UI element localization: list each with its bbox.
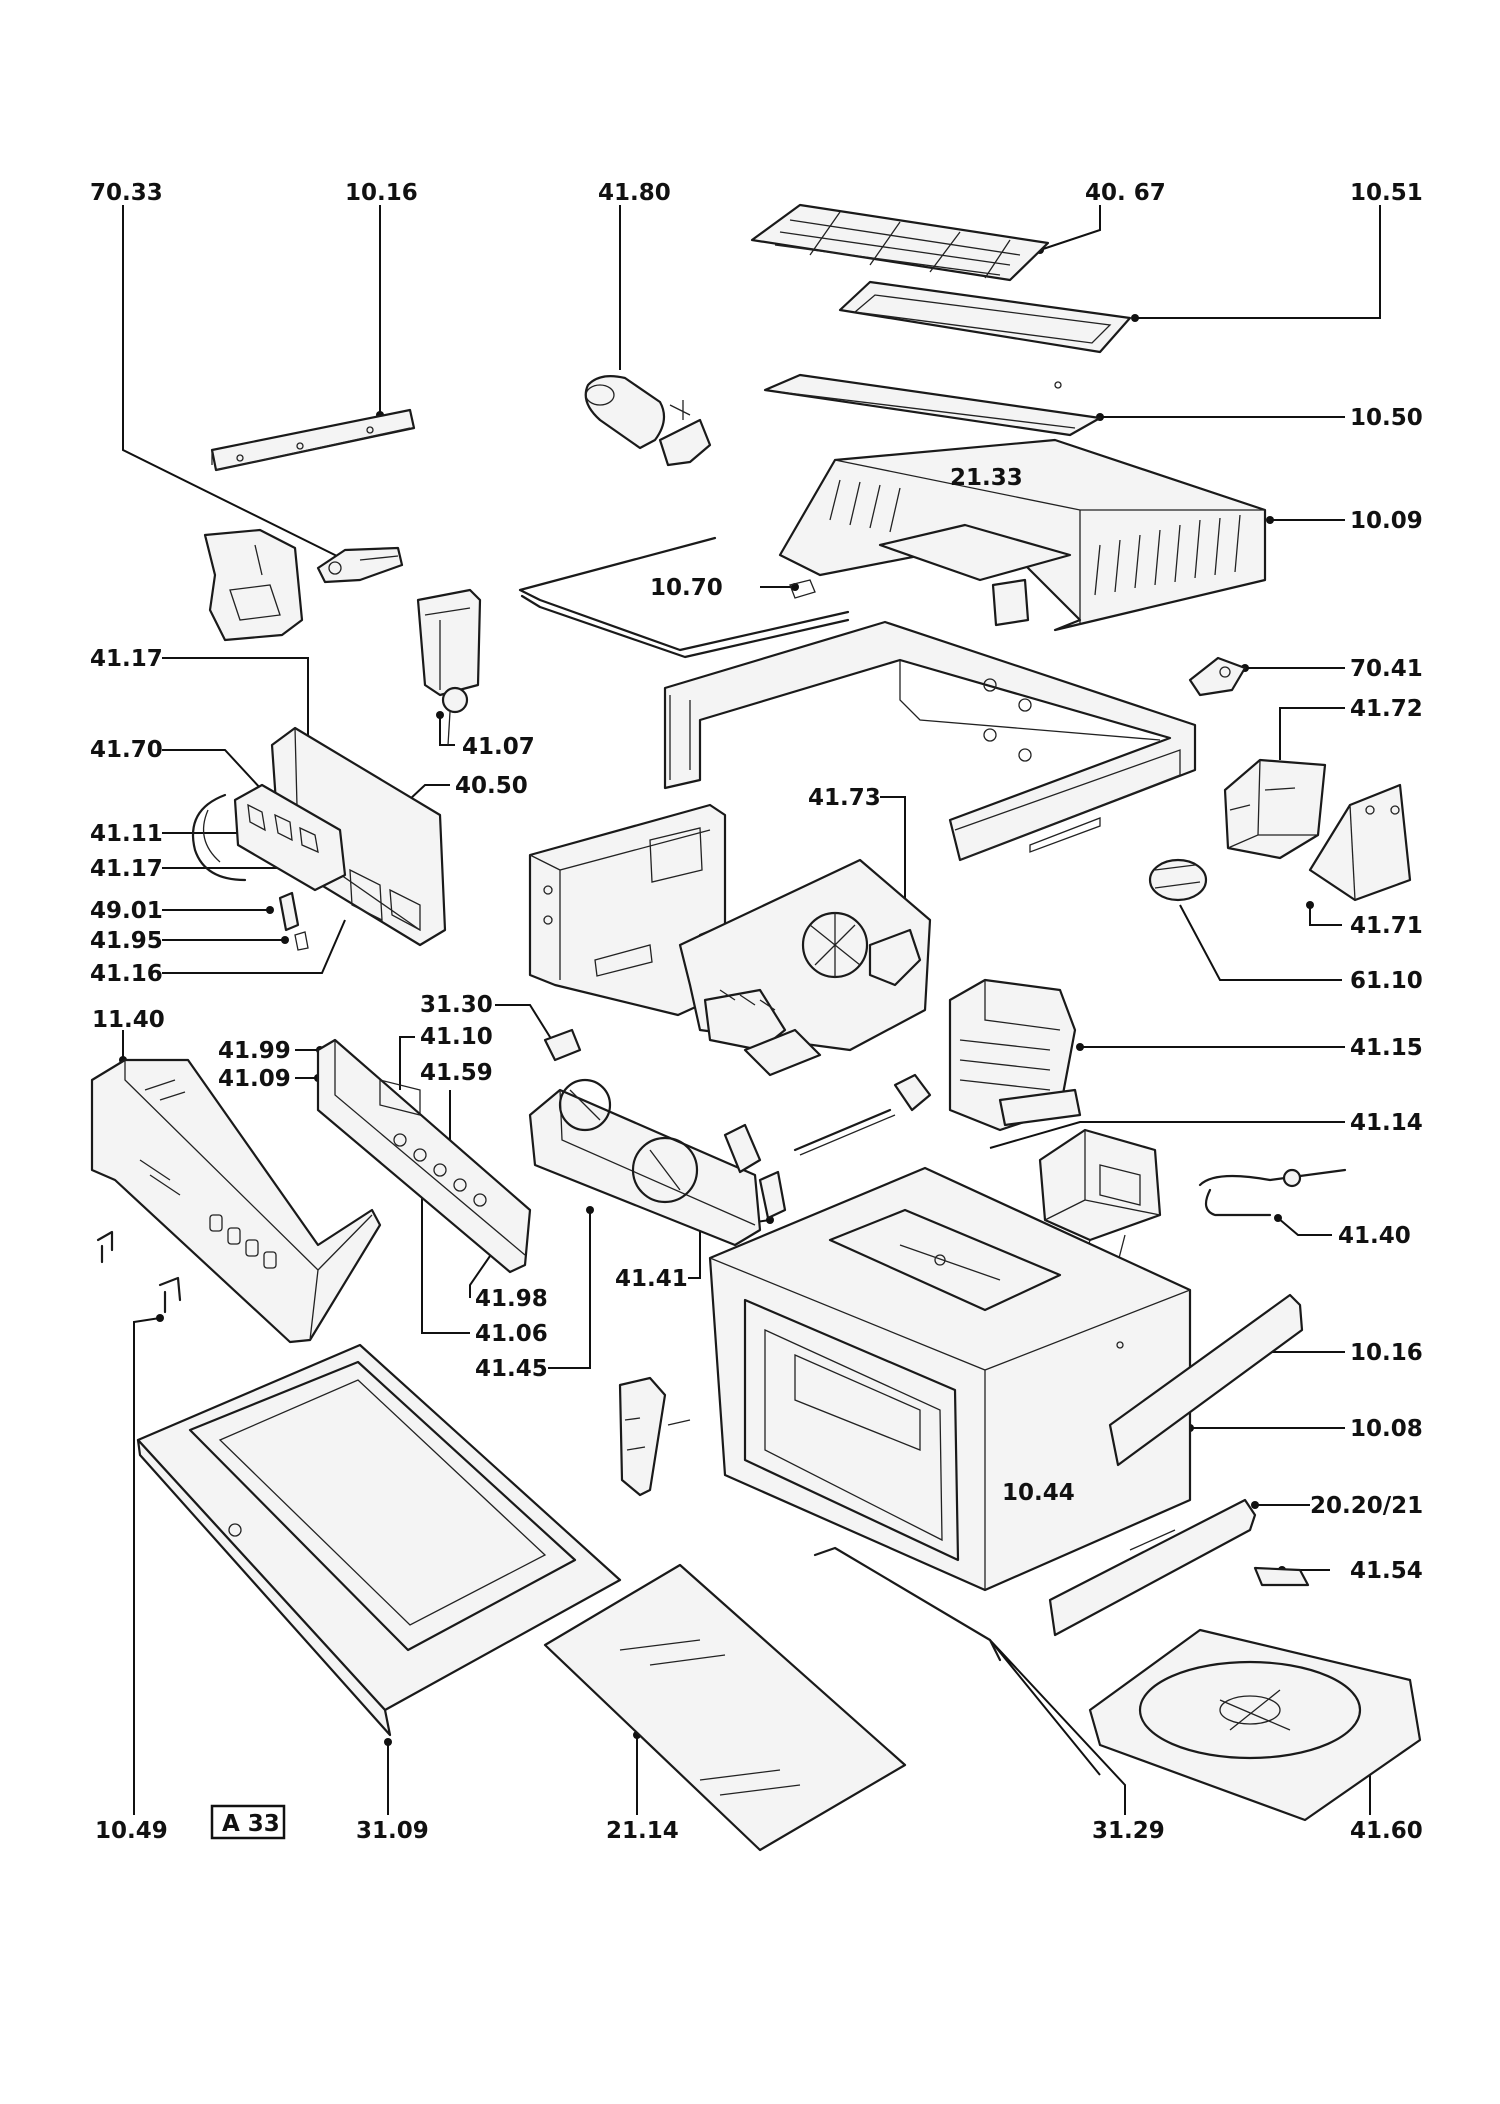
label-31-09: 31.09 [356,1818,429,1844]
part-seal-strip [518,536,850,659]
label-41-16: 41.16 [90,961,163,987]
part-door-rod [813,1546,1002,1662]
part-labels: 70.33 10.16 41.80 40. 67 10.51 10.50 21.… [90,180,1423,1844]
label-41-11: 41.11 [90,821,163,847]
label-41-17-a: 41.17 [90,646,163,672]
part-rail-tray [763,373,1102,437]
part-thermal-fuse [793,1073,932,1156]
part-main-cavity [708,1166,1192,1592]
label-41-73: 41.73 [808,785,881,811]
part-control-fascia [90,1058,382,1344]
label-41-07: 41.07 [462,734,535,760]
label-41-71: 41.71 [1350,913,1423,939]
label-41-54: 41.54 [1350,1558,1423,1584]
label-41-80: 41.80 [598,180,671,206]
label-49-01: 49.01 [90,898,163,924]
part-interlock-housing [416,588,482,746]
part-mount-bracket [203,528,304,642]
label-41-60: 41.60 [1350,1818,1423,1844]
part-frame-panel [838,280,1132,354]
part-capacitor [584,375,712,467]
part-sensor-wire [1198,1168,1347,1217]
label-21-33: 21.33 [950,465,1023,491]
label-10-09: 10.09 [1350,508,1423,534]
label-31-30: 31.30 [420,992,493,1018]
label-70-33: 70.33 [90,180,163,206]
part-control-board-assembly [191,726,447,947]
part-wedge-bracket [1308,783,1412,902]
label-41-17-b: 41.17 [90,856,163,882]
label-10-70: 10.70 [650,575,723,601]
part-top-grille-panel [750,203,1050,282]
label-10-16-mid: 10.16 [1350,1340,1423,1366]
label-41-99: 41.99 [218,1038,291,1064]
part-side-strip [1108,1293,1304,1467]
part-bracket-small [1253,1566,1310,1587]
sheet-badge: A 33 [210,1804,286,1840]
part-small-switch [758,1170,787,1220]
label-41-70: 41.70 [90,737,163,763]
label-41-10: 41.10 [420,1024,493,1050]
label-40-50: 40.50 [455,773,528,799]
label-61-10: 61.10 [1350,968,1423,994]
part-fan-motor [678,858,932,1077]
part-cavity-top-frame [663,620,1197,862]
part-door [136,1343,622,1737]
label-41-09: 41.09 [218,1066,291,1092]
label-41-45: 41.45 [475,1356,548,1382]
sheet-badge-text: A 33 [222,1811,280,1837]
label-40-67: 40. 67 [1085,180,1166,206]
label-41-40: 41.40 [1338,1223,1411,1249]
label-41-98: 41.98 [475,1286,548,1312]
label-41-15: 41.15 [1350,1035,1423,1061]
leader-lines [122,205,1381,1815]
part-control-pcb [316,1038,532,1274]
part-lamp-socket [316,546,404,584]
part-bracket-strip-top [210,408,416,472]
label-10-49: 10.49 [95,1818,168,1844]
label-10-44: 10.44 [1002,1480,1075,1506]
part-hinge-rod [618,1376,691,1497]
label-41-06: 41.06 [475,1321,548,1347]
label-41-41: 41.41 [615,1266,688,1292]
part-magnetron [948,978,1082,1132]
label-21-14: 21.14 [606,1818,679,1844]
part-side-cover [1048,1498,1257,1637]
label-41-14: 41.14 [1350,1110,1423,1136]
label-10-16-top: 10.16 [345,180,418,206]
label-31-29: 31.29 [1092,1818,1165,1844]
label-10-50: 10.50 [1350,405,1423,431]
label-10-51: 10.51 [1350,180,1423,206]
label-41-59: 41.59 [420,1060,493,1086]
part-clips [96,1230,182,1314]
part-glass-tray [543,1563,907,1852]
part-fuse-holder [1148,858,1208,902]
part-door-latch [543,1028,582,1062]
label-11-40: 11.40 [92,1007,165,1033]
label-70-41: 70.41 [1350,656,1423,682]
label-41-95: 41.95 [90,928,163,954]
label-10-08: 10.08 [1350,1416,1423,1442]
label-20-20-21: 20.20/21 [1310,1493,1423,1519]
part-small-connector [278,891,309,951]
part-transformer-block [1223,758,1327,860]
part-base-plate [1088,1628,1422,1822]
part-lamp [1188,656,1247,697]
label-41-72: 41.72 [1350,696,1423,722]
part-timer-switch-board [528,1078,762,1247]
part-outer-cover [778,438,1267,632]
